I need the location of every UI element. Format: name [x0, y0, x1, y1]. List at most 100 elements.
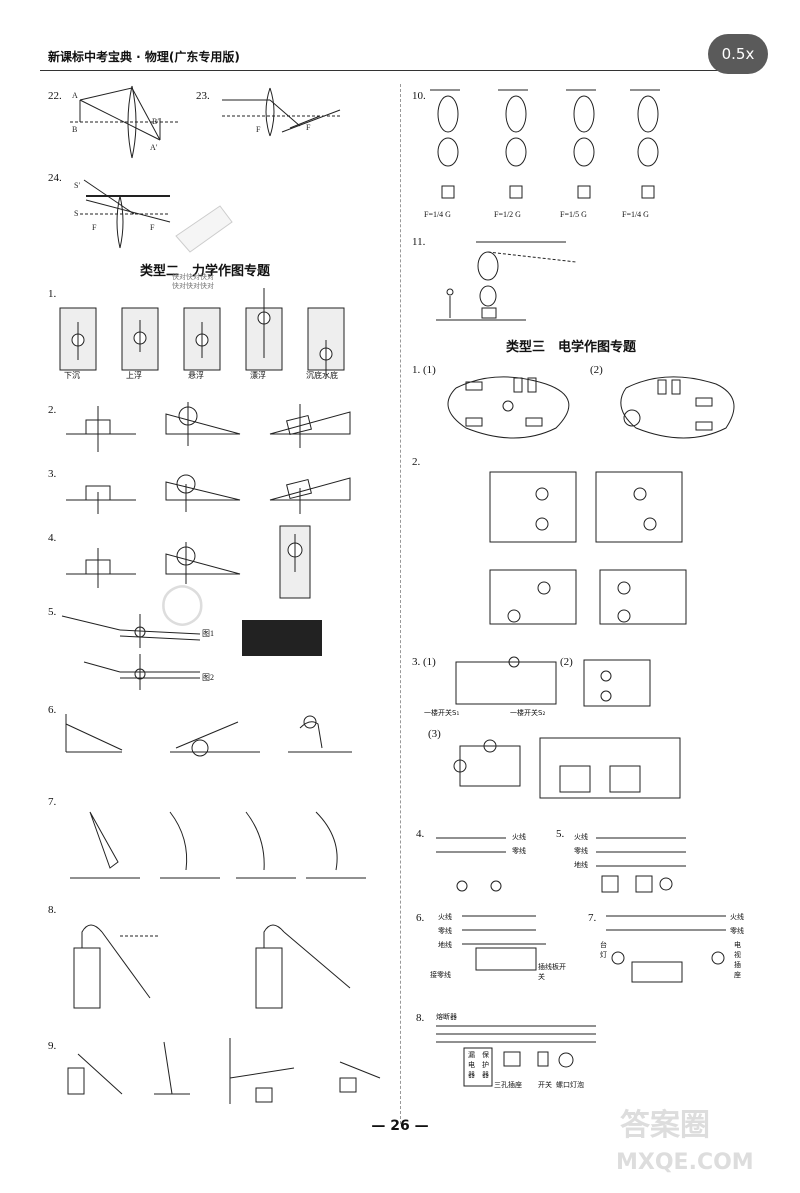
q3-part3-circuits	[453, 737, 681, 799]
q1-caption-4: 漂浮	[250, 371, 266, 380]
watermark-text-1: 快对快对快对	[172, 273, 214, 281]
q7-live-label: 火线	[730, 913, 744, 921]
q1-caption-1: 下沉	[64, 371, 80, 380]
q5-electric-number: 5.	[556, 828, 565, 840]
q5-figures	[61, 614, 322, 690]
section-electric-title: 类型三 电学作图专题	[506, 340, 637, 355]
q2-electric-number: 2.	[412, 456, 421, 468]
svg-text:S: S	[74, 209, 78, 218]
q7-electric-number: 7.	[588, 912, 597, 924]
q3-electric-number: 3. (1)	[412, 656, 436, 668]
svg-text:B′: B′	[152, 117, 159, 126]
q11-number: 11.	[412, 236, 426, 248]
q1-electric-part2: (2)	[590, 364, 603, 376]
watermark-site: MXQE.COM	[616, 1150, 754, 1175]
q6-live-label: 火线	[438, 913, 452, 921]
q4-q5-home-wiring	[436, 837, 686, 893]
section-mechanics-title: 类型二 力学作图专题	[140, 264, 271, 279]
q3-staircase-circuit	[455, 656, 651, 707]
q10-caption-3: F=1/5 G	[560, 210, 587, 219]
switch-label-2: 一楼开关S₂	[510, 709, 546, 717]
q7-neutral-label: 零线	[730, 927, 744, 935]
column-divider	[400, 84, 401, 1124]
header-rule	[40, 70, 740, 71]
q1-buoyancy-figures	[59, 288, 345, 378]
watermark-logo-left: ◯	[160, 580, 205, 626]
svg-text:B: B	[72, 125, 77, 134]
q4-live-label: 火线	[512, 833, 526, 841]
q9-number: 9.	[48, 1040, 57, 1052]
svg-text:A′: A′	[150, 143, 158, 152]
q10-caption-4: F=1/4 G	[622, 210, 649, 219]
q2-number: 2.	[48, 404, 57, 416]
container-3	[183, 307, 221, 371]
svg-text:A: A	[72, 91, 78, 100]
lever-figures	[65, 714, 381, 1104]
container-2	[121, 307, 159, 371]
book-title: 新课标中考宝典 · 物理(广东专用版)	[48, 50, 240, 64]
watermark-text-2: 快对快对快对	[172, 282, 214, 290]
container-5	[307, 307, 345, 378]
q24-number: 24.	[48, 172, 62, 184]
q7-tv-label: 电视插座	[734, 941, 741, 979]
container-1	[59, 307, 97, 371]
q5-neutral-label: 零线	[574, 847, 588, 855]
svg-text:F: F	[256, 125, 261, 134]
watermark-brand: 答案圈	[620, 1108, 710, 1143]
q4-number: 4.	[48, 532, 57, 544]
q1-caption-2: 上浮	[126, 371, 142, 380]
q5-fig1-label: 图1	[202, 629, 214, 638]
q22-number: 22.	[48, 90, 62, 102]
q2-circuit-diagrams	[489, 471, 687, 625]
q3-electric-part3: (3)	[428, 728, 441, 740]
container-4	[245, 288, 283, 371]
q10-pulley-figures	[430, 89, 660, 199]
q6-grounding-label: 接零线	[430, 971, 451, 979]
q8-three-hole-label: 三孔插座	[494, 1081, 522, 1089]
q8-screw-lamp-label: 螺口灯泡	[556, 1081, 584, 1089]
q8-electric-number: 8.	[416, 1012, 425, 1024]
q4-electric-number: 4.	[416, 828, 425, 840]
q3-number: 3.	[48, 468, 57, 480]
q6-electric-number: 6.	[416, 912, 425, 924]
q3-electric-part2: (2)	[560, 656, 573, 668]
page-number: — 26 —	[371, 1118, 429, 1134]
svg-text:F: F	[306, 123, 311, 132]
q5-number: 5.	[48, 606, 57, 618]
q5-ground-label: 地线	[574, 861, 588, 869]
switch-label-1: 一楼开关S₁	[424, 709, 460, 717]
q1-caption-5: 沉底水底	[306, 371, 338, 380]
svg-text:F: F	[150, 223, 155, 232]
q1-caption-3: 悬浮	[188, 371, 204, 380]
q8-fuse-label: 熔断器	[436, 1013, 457, 1021]
q5-fig2-label: 图2	[202, 673, 214, 682]
q10-number: 10.	[412, 90, 426, 102]
q6-q7-wiring	[462, 915, 726, 983]
q7-number: 7.	[48, 796, 57, 808]
q8-wiring	[436, 1025, 596, 1087]
page-header: 新课标中考宝典 · 物理(广东专用版)	[0, 0, 800, 71]
q1-electric-number: 1. (1)	[412, 364, 436, 376]
q10-caption-2: F=1/2 G	[494, 210, 521, 219]
q10-caption-1: F=1/4 G	[424, 210, 451, 219]
q5-live-label: 火线	[574, 833, 588, 841]
q2-q4-force-figures	[66, 402, 351, 599]
svg-text:S′: S′	[74, 181, 80, 190]
q8-switch-label: 开关	[538, 1081, 552, 1089]
q6-neutral-label: 零线	[438, 927, 452, 935]
q1-number: 1.	[48, 288, 57, 300]
svg-text:F: F	[92, 223, 97, 232]
q6-number: 6.	[48, 704, 57, 716]
zoom-level-button[interactable]: 0.5x	[708, 34, 768, 74]
q8-number: 8.	[48, 904, 57, 916]
q6-ground-label: 地线	[438, 941, 452, 949]
q4-neutral-label: 零线	[512, 847, 526, 855]
q7-lamp-label: 台灯	[600, 941, 607, 959]
q8-protector-label: 保护器	[482, 1051, 489, 1079]
q11-pulley-figure	[436, 241, 577, 321]
q1-physical-circuits	[447, 376, 735, 439]
q8-leakage-label: 漏电器	[468, 1051, 475, 1079]
q23-number: 23.	[196, 90, 210, 102]
q6-strip-label: 插线板开关	[538, 963, 566, 981]
